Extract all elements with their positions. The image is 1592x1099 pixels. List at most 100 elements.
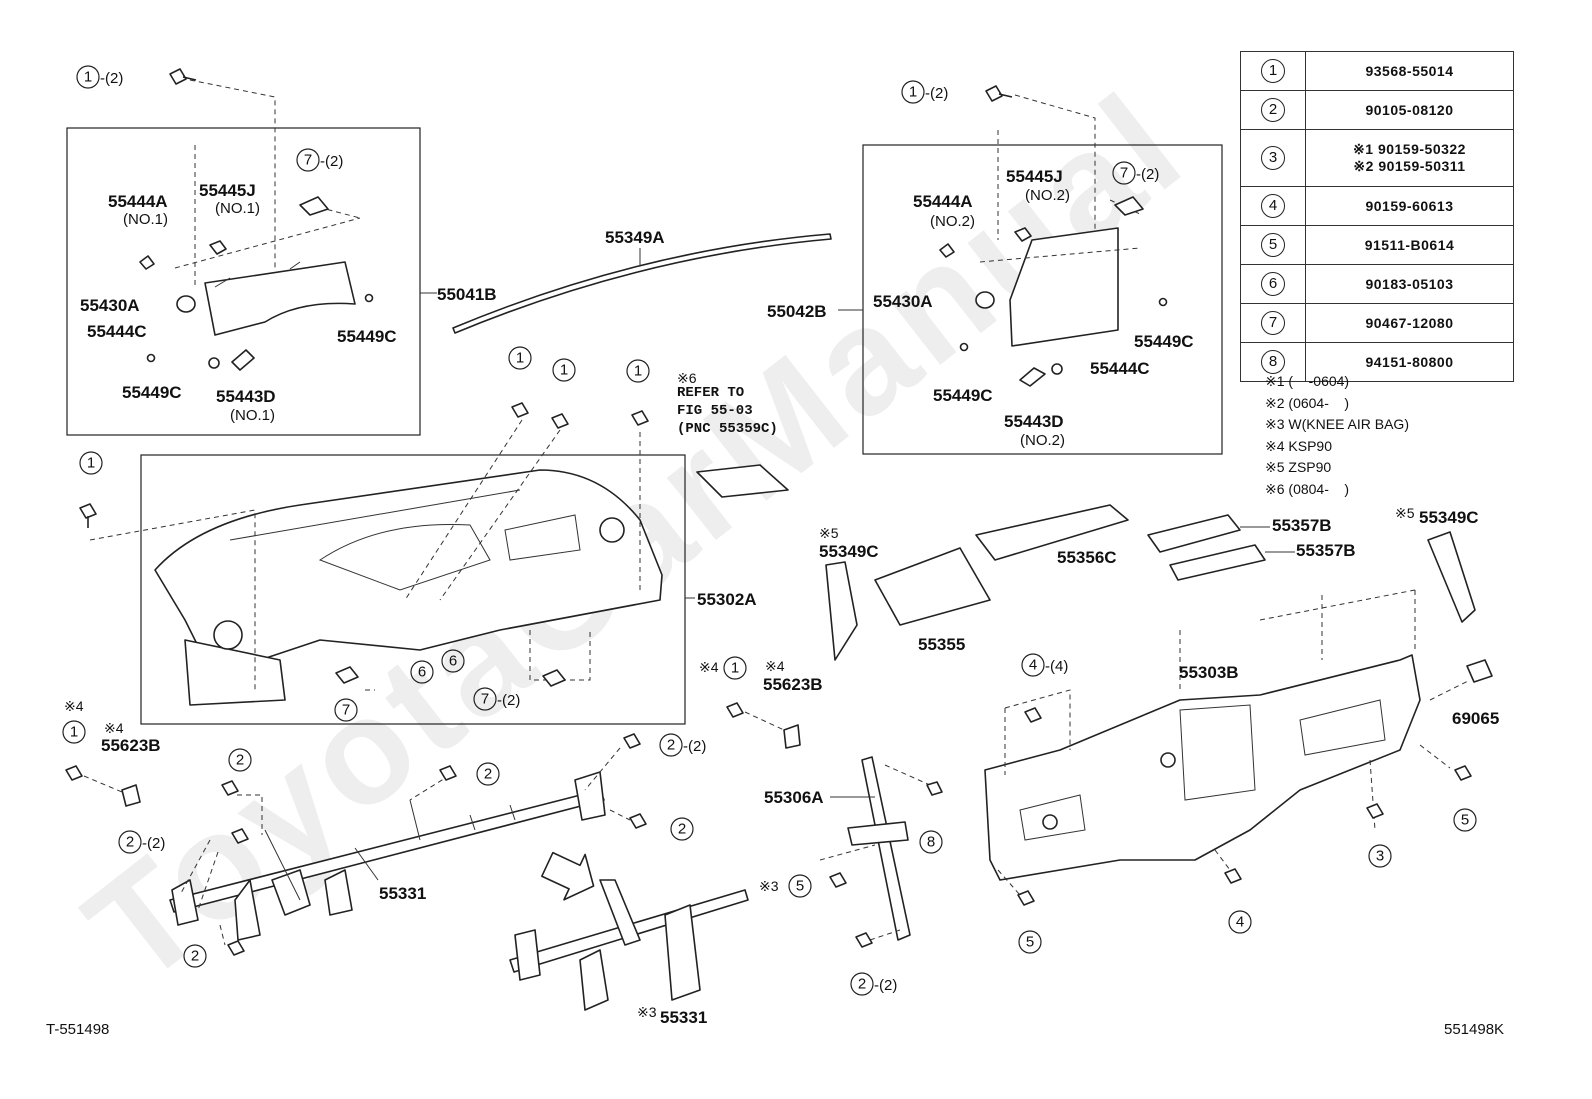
screw-2-b[interactable] xyxy=(231,828,249,844)
stop-55444C-left[interactable] xyxy=(208,357,220,369)
callout-1-q2-top-right: 1 -(2) xyxy=(901,80,948,104)
clip-7-dash-b[interactable] xyxy=(542,669,566,687)
label-55357B-a: 55357B xyxy=(1272,516,1332,535)
clip-7-right[interactable] xyxy=(1114,196,1144,216)
doc-id-left: T-551498 xyxy=(46,1021,110,1038)
connector-69065[interactable] xyxy=(1466,659,1493,683)
label-55449C-b: 55449C xyxy=(122,383,182,402)
duct-55349C-right[interactable] xyxy=(1427,531,1476,623)
duct-55357B-lower[interactable] xyxy=(1169,544,1266,581)
duct-55357B-upper[interactable] xyxy=(1147,514,1241,553)
legend-row: 2 90105-08120 xyxy=(1240,90,1514,130)
label-55357B-b: 55357B xyxy=(1296,541,1356,560)
cushion-55449C-b[interactable] xyxy=(146,353,156,363)
label-55331: 55331 xyxy=(379,884,426,903)
label-55430A-left: 55430A xyxy=(80,296,140,315)
label-55349A: 55349A xyxy=(605,228,665,247)
svg-text:1: 1 xyxy=(70,724,78,741)
stop-55444C-right[interactable] xyxy=(1051,363,1063,375)
screw-1-c[interactable] xyxy=(551,413,569,429)
svg-text:2: 2 xyxy=(191,948,199,965)
pad-55359C[interactable] xyxy=(696,464,789,498)
svg-text:7: 7 xyxy=(342,702,350,719)
bracket-55443D-left[interactable] xyxy=(231,349,255,371)
svg-text:4: 4 xyxy=(1029,657,1037,674)
clip-55444A-left[interactable] xyxy=(139,255,155,270)
bracket-55623B-a[interactable] xyxy=(121,784,141,807)
cushion-55449C-c[interactable] xyxy=(1158,297,1168,307)
bumper-55430A-left[interactable] xyxy=(176,295,196,313)
label-55449C-c: 55449C xyxy=(1134,332,1194,351)
label-55443D-right-no: (NO.2) xyxy=(1020,432,1065,449)
screw-2-g[interactable] xyxy=(855,932,873,948)
bumper-55430A-right[interactable] xyxy=(975,291,995,309)
screw-1-top-right[interactable] xyxy=(985,85,1013,102)
screw-1-f[interactable] xyxy=(726,702,744,718)
clip-7-left[interactable] xyxy=(299,196,329,216)
screw-2-d[interactable] xyxy=(439,765,457,781)
reinforcement-55331-knee-airbag[interactable] xyxy=(509,879,749,1011)
svg-text:1: 1 xyxy=(909,84,917,101)
reinforcement-55331[interactable] xyxy=(169,771,606,941)
legend-callout: 2 xyxy=(1261,98,1285,122)
bracket-55443D-right[interactable] xyxy=(1019,367,1046,387)
molding-55349A[interactable] xyxy=(452,233,832,334)
label-55444C-right: 55444C xyxy=(1090,359,1150,378)
screw-5-a[interactable] xyxy=(829,872,847,888)
ref-note-line2: FIG 55-03 xyxy=(677,403,753,419)
screw-4-a[interactable] xyxy=(1024,707,1042,723)
glove-box-panel-left[interactable] xyxy=(204,261,356,336)
legend-part-no: 90183-05103 xyxy=(1305,264,1514,304)
screw-2-c[interactable] xyxy=(227,940,245,956)
note-mark-3b: ※3 xyxy=(637,1004,657,1020)
screw-2-f[interactable] xyxy=(629,813,647,829)
callout-1-q2-top-left: 1 -(2) xyxy=(76,65,123,89)
label-55355: 55355 xyxy=(918,635,965,654)
note-mark-5b: ※5 xyxy=(1395,505,1415,521)
screw-1-top-left[interactable] xyxy=(169,68,197,85)
duct-55355[interactable] xyxy=(874,547,991,626)
screw-1-e[interactable] xyxy=(65,765,83,781)
svg-text:2: 2 xyxy=(667,737,675,754)
inset-frame-55302A xyxy=(140,454,686,725)
panel-frame-55303B[interactable] xyxy=(984,654,1421,881)
callout-3: 3 xyxy=(1368,844,1392,868)
screw-2-e[interactable] xyxy=(623,733,641,749)
screw-4-b[interactable] xyxy=(1224,868,1242,884)
callout-7-q2-right: 7 -(2) xyxy=(1112,161,1159,185)
screw-5-b[interactable] xyxy=(1454,765,1472,781)
screw-1-a[interactable] xyxy=(79,503,97,528)
screw-1-d[interactable] xyxy=(631,410,649,426)
direction-arrow xyxy=(541,851,595,901)
screw-3[interactable] xyxy=(1366,803,1384,819)
note-mark-4a: ※4 xyxy=(64,698,84,714)
clip-55445J-right[interactable] xyxy=(1014,227,1032,242)
screw-1-b[interactable] xyxy=(511,402,529,418)
duct-55356C[interactable] xyxy=(975,504,1129,561)
cushion-55449C-a[interactable] xyxy=(364,293,374,303)
brace-55306A[interactable] xyxy=(847,756,911,941)
duct-55349C-left[interactable] xyxy=(825,561,858,661)
svg-text:-(2): -(2) xyxy=(142,835,165,852)
label-55449C-d: 55449C xyxy=(933,386,993,405)
instrument-panel-55302A[interactable] xyxy=(154,469,663,706)
ref-note-line3: (PNC 55359C) xyxy=(677,421,778,437)
label-55444A-left: 55444A xyxy=(108,192,168,211)
bracket-55623B-b[interactable] xyxy=(783,724,801,749)
callout-1-d: 1 xyxy=(626,359,650,383)
cushion-55449C-d[interactable] xyxy=(959,342,969,352)
clip-55444A-right[interactable] xyxy=(939,243,955,258)
svg-text:5: 5 xyxy=(1026,934,1034,951)
legend-callout: 5 xyxy=(1261,233,1285,257)
legend-part-no: 90467-12080 xyxy=(1305,303,1514,343)
nut-8[interactable] xyxy=(926,781,943,796)
screw-2-a[interactable] xyxy=(221,780,239,796)
clip-55445J-left[interactable] xyxy=(209,240,227,255)
screw-5-c[interactable] xyxy=(1017,890,1035,906)
clip-7-dash-a[interactable] xyxy=(335,666,359,684)
label-55445J-left: 55445J xyxy=(199,181,256,200)
label-55445J-right: 55445J xyxy=(1006,167,1063,186)
legend-part-no: 90105-08120 xyxy=(1305,90,1514,130)
